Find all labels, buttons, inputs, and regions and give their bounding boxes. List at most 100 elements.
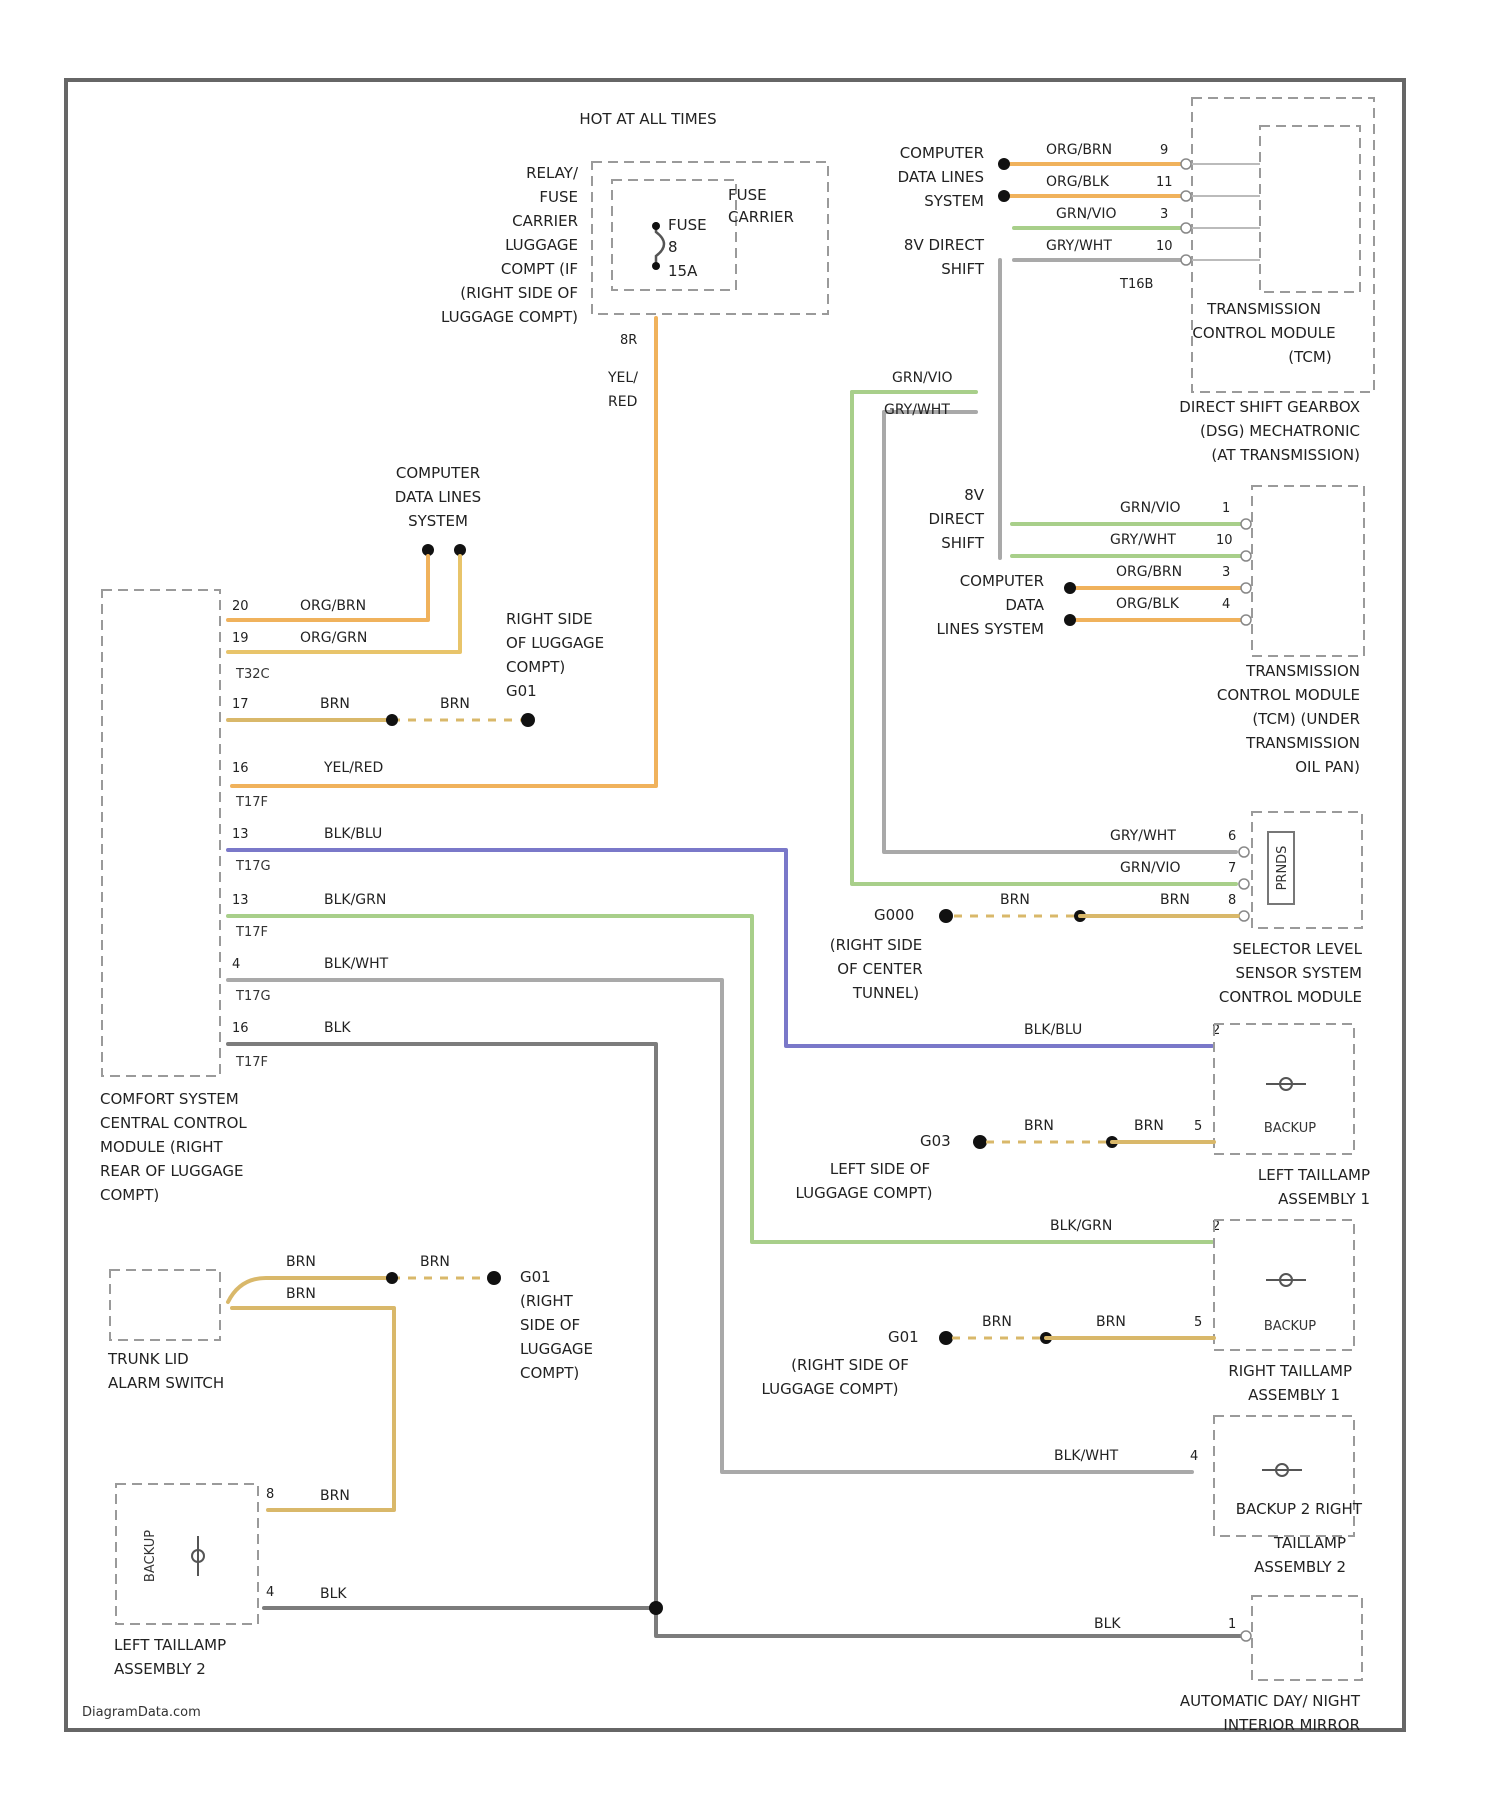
relay-fuse-carrier-description: RELAY/ FUSE CARRIER LUGGAGE COMPT (IF (R… xyxy=(441,164,579,326)
svg-text:COMPT): COMPT) xyxy=(520,1364,579,1382)
svg-text:13: 13 xyxy=(232,827,249,842)
svg-text:(TCM): (TCM) xyxy=(1288,348,1331,366)
svg-text:ORG/BLK: ORG/BLK xyxy=(1046,174,1110,190)
svg-text:CONTROL MODULE: CONTROL MODULE xyxy=(1192,324,1335,342)
svg-text:(RIGHT SIDE: (RIGHT SIDE xyxy=(830,936,923,954)
fuse-carrier-label-2: CARRIER xyxy=(728,208,794,226)
svg-text:20: 20 xyxy=(232,599,249,614)
svg-text:BRN: BRN xyxy=(320,696,350,712)
svg-text:T17F: T17F xyxy=(235,925,268,940)
svg-text:11: 11 xyxy=(1156,175,1173,190)
svg-text:T17G: T17G xyxy=(235,989,271,1004)
fuse-number: 8 xyxy=(668,238,678,256)
svg-text:OF CENTER: OF CENTER xyxy=(837,960,922,978)
svg-text:SENSOR SYSTEM: SENSOR SYSTEM xyxy=(1235,964,1362,982)
svg-text:OF LUGGAGE: OF LUGGAGE xyxy=(506,634,604,652)
svg-text:SELECTOR LEVEL: SELECTOR LEVEL xyxy=(1233,940,1363,958)
left-taillamp-2-section: BACKUP 8 4 BRN BLK LEFT TAILLAMP ASSEMBL… xyxy=(114,1484,663,1678)
svg-text:DIRECT: DIRECT xyxy=(928,510,984,528)
svg-text:BLK/WHT: BLK/WHT xyxy=(324,956,389,972)
svg-text:LEFT TAILLAMP: LEFT TAILLAMP xyxy=(1258,1166,1370,1184)
svg-text:BLK/BLU: BLK/BLU xyxy=(324,826,382,842)
svg-text:G01: G01 xyxy=(520,1268,551,1286)
svg-text:COMFORT SYSTEM: COMFORT SYSTEM xyxy=(100,1090,239,1108)
svg-text:OIL PAN): OIL PAN) xyxy=(1295,758,1360,776)
svg-text:9: 9 xyxy=(1160,143,1168,158)
svg-text:BACKUP: BACKUP xyxy=(1264,1121,1316,1136)
svg-text:BLK: BLK xyxy=(1094,1616,1121,1632)
tcm-mid-box xyxy=(1252,486,1364,656)
svg-text:T32C: T32C xyxy=(235,667,270,682)
svg-text:4: 4 xyxy=(232,957,240,972)
svg-text:ORG/GRN: ORG/GRN xyxy=(300,630,367,646)
svg-text:(TCM) (UNDER: (TCM) (UNDER xyxy=(1252,710,1360,728)
svg-text:BRN: BRN xyxy=(440,696,470,712)
svg-text:8: 8 xyxy=(1228,893,1236,908)
svg-text:BRN: BRN xyxy=(420,1254,450,1270)
wire-yel-red-main xyxy=(232,318,656,786)
svg-text:ASSEMBLY 2: ASSEMBLY 2 xyxy=(114,1660,206,1678)
tcm-mid-section: 8V DIRECT SHIFT COMPUTER DATA LINES SYST… xyxy=(928,486,1364,776)
svg-text:REAR OF LUGGAGE: REAR OF LUGGAGE xyxy=(100,1162,244,1180)
wire-label-yel: YEL/ xyxy=(607,370,638,386)
svg-text:CARRIER: CARRIER xyxy=(512,212,578,230)
svg-text:LEFT TAILLAMP: LEFT TAILLAMP xyxy=(114,1636,226,1654)
svg-text:BRN: BRN xyxy=(286,1286,316,1302)
left-taillamp-2-box xyxy=(116,1484,258,1624)
svg-text:TRUNK LID: TRUNK LID xyxy=(107,1350,189,1368)
svg-text:19: 19 xyxy=(232,631,249,646)
svg-text:BLK/GRN: BLK/GRN xyxy=(1050,1218,1112,1234)
fuse-pin-label: 8R xyxy=(620,333,637,348)
comfort-module-box xyxy=(102,590,220,1076)
svg-text:ORG/BLK: ORG/BLK xyxy=(1116,596,1180,612)
svg-text:1: 1 xyxy=(1228,1617,1236,1632)
svg-text:BRN: BRN xyxy=(320,1488,350,1504)
svg-text:6: 6 xyxy=(1228,829,1236,844)
svg-text:T17F: T17F xyxy=(235,1055,268,1070)
svg-text:8: 8 xyxy=(266,1487,274,1502)
svg-text:BLK/GRN: BLK/GRN xyxy=(324,892,386,908)
svg-text:16: 16 xyxy=(232,1021,249,1036)
svg-text:T17F: T17F xyxy=(235,795,268,810)
svg-text:SHIFT: SHIFT xyxy=(941,534,985,552)
svg-text:BACKUP 2 RIGHT: BACKUP 2 RIGHT xyxy=(1236,1500,1363,1518)
svg-text:(RIGHT: (RIGHT xyxy=(520,1292,574,1310)
svg-text:RIGHT SIDE: RIGHT SIDE xyxy=(506,610,593,628)
selector-lever-section: GRY/WHT GRN/VIO BRN 6 7 8 BRN G000 (RIGH… xyxy=(830,812,1363,1006)
wire-label-red: RED xyxy=(608,394,637,410)
svg-text:CONTROL MODULE: CONTROL MODULE xyxy=(1217,686,1360,704)
svg-text:TRANSMISSION: TRANSMISSION xyxy=(1245,734,1360,752)
svg-text:4: 4 xyxy=(1190,1449,1198,1464)
bulb-icon xyxy=(192,1536,204,1576)
svg-text:ORG/BRN: ORG/BRN xyxy=(1116,564,1182,580)
svg-text:COMPUTER: COMPUTER xyxy=(900,144,984,162)
svg-text:SIDE OF: SIDE OF xyxy=(520,1316,580,1334)
relay-fuse-carrier-box xyxy=(592,162,828,314)
svg-text:RIGHT TAILLAMP: RIGHT TAILLAMP xyxy=(1228,1362,1352,1380)
svg-text:5: 5 xyxy=(1194,1119,1202,1134)
svg-text:3: 3 xyxy=(1222,565,1230,580)
svg-text:4: 4 xyxy=(266,1585,274,1600)
svg-text:TRANSMISSION: TRANSMISSION xyxy=(1206,300,1321,318)
interior-mirror-section: BLK 1 AUTOMATIC DAY/ NIGHT INTERIOR MIRR… xyxy=(1094,1596,1362,1734)
svg-text:LUGGAGE: LUGGAGE xyxy=(520,1340,593,1358)
svg-text:BACKUP: BACKUP xyxy=(1264,1319,1316,1334)
bulb-icon xyxy=(1262,1464,1302,1476)
svg-text:ORG/BRN: ORG/BRN xyxy=(1046,142,1112,158)
svg-text:LUGGAGE COMPT): LUGGAGE COMPT) xyxy=(796,1184,933,1202)
svg-text:CENTRAL CONTROL: CENTRAL CONTROL xyxy=(100,1114,247,1132)
hot-at-all-times-label: HOT AT ALL TIMES xyxy=(579,110,716,128)
svg-text:SHIFT: SHIFT xyxy=(941,260,985,278)
svg-text:BRN: BRN xyxy=(1160,892,1190,908)
svg-text:8V: 8V xyxy=(964,486,985,504)
trunk-lid-switch-section: BRN BRN BRN G01 (RIGHT SIDE OF LUGGAGE C… xyxy=(107,1254,593,1510)
svg-text:(DSG) MECHATRONIC: (DSG) MECHATRONIC xyxy=(1200,422,1360,440)
svg-text:FUSE: FUSE xyxy=(539,188,578,206)
right-taillamp-2-section: BLK/WHT 4 BACKUP 2 RIGHT TAILLAMP ASSEMB… xyxy=(1054,1416,1363,1576)
mirror-box xyxy=(1252,1596,1362,1680)
svg-text:LUGGAGE: LUGGAGE xyxy=(505,236,578,254)
svg-text:3: 3 xyxy=(1160,207,1168,222)
svg-text:BLK: BLK xyxy=(320,1586,347,1602)
svg-text:TRANSMISSION: TRANSMISSION xyxy=(1245,662,1360,680)
